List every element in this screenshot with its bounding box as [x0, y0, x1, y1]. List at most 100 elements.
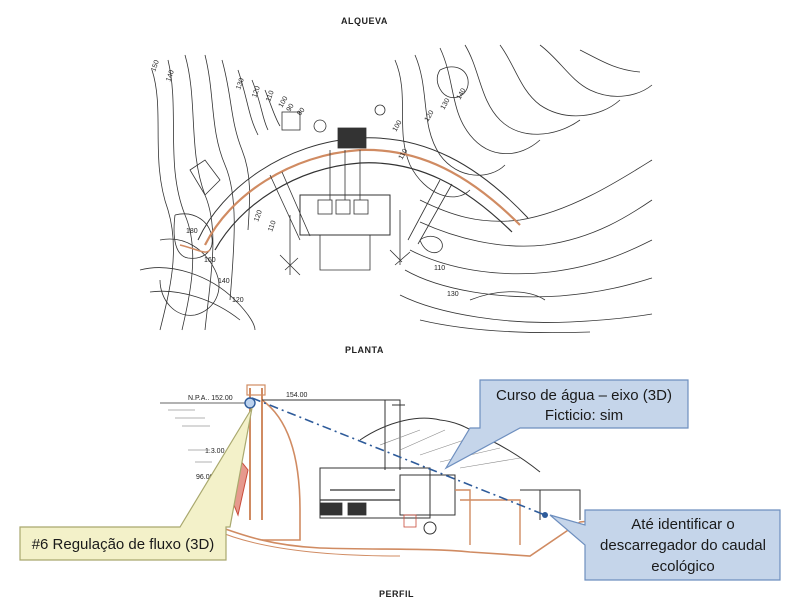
generator-symbol [403, 514, 417, 528]
contour-label: 120 [253, 209, 264, 222]
contour-line [221, 59, 251, 231]
contour-label: 140 [165, 69, 176, 82]
intake-lines [329, 150, 361, 200]
title-planta: PLANTA [345, 345, 384, 355]
turbine-block [335, 199, 351, 215]
dam-arch-inner [214, 162, 513, 251]
contour-line [499, 44, 621, 117]
tailrace-channel [289, 210, 401, 275]
tailrace [455, 489, 521, 545]
dam-arch [204, 148, 521, 246]
machine-block [319, 502, 343, 516]
npa-label: N.P.A.. 152.00 [188, 395, 233, 402]
foundation-line-2 [214, 529, 401, 557]
callout-watercourse-line2: Ficticio: sim [545, 407, 623, 424]
contour-line [404, 269, 653, 298]
discharge-marker [542, 512, 548, 518]
access-road [179, 244, 211, 253]
contour-label: 130 [440, 97, 452, 111]
level-label: 1.3.00 [205, 448, 225, 455]
flow-regulation-marker [244, 397, 256, 409]
contour-label: 130 [447, 291, 459, 298]
contour-line [409, 239, 653, 275]
contour-line [264, 89, 281, 127]
powerhouse [299, 194, 391, 236]
contour-line [539, 44, 653, 97]
contour-label: 150 [150, 59, 161, 72]
contour-line [419, 199, 653, 247]
dam-crest-line [262, 399, 401, 470]
contour-label: 90 [286, 103, 296, 113]
contour-label: 160 [204, 257, 216, 264]
watercourse-axis [251, 397, 546, 516]
turbine-block [317, 199, 333, 215]
callout-box [549, 509, 781, 581]
intake-block [337, 127, 367, 149]
plan-labels: 150 140 130 120 110 100 90 80 100 110 12… [150, 59, 467, 304]
spillway-left [269, 171, 311, 241]
contour-line [579, 49, 641, 73]
contour-line [237, 69, 259, 136]
contour-label: 130 [235, 77, 246, 90]
contour-line [167, 59, 194, 331]
title-perfil: PERFIL [379, 589, 415, 599]
water-hatch [168, 409, 212, 463]
contour-line [419, 319, 591, 334]
callout-watercourse-line1: Curso de água – eixo (3D) [496, 387, 672, 404]
contour-label: 180 [186, 228, 198, 235]
contour-line [419, 235, 443, 254]
plan-view [139, 44, 653, 334]
dam-upstream-face [249, 388, 263, 520]
callout-discharge-line2: descarregador do caudal [600, 537, 766, 554]
contour-label: 100 [278, 95, 290, 109]
plan-structure [313, 119, 327, 133]
contour-line [439, 47, 541, 155]
contour-line [399, 294, 653, 323]
contour-label: 140 [456, 87, 468, 101]
callout-box [19, 407, 253, 561]
contour-label: 120 [251, 85, 262, 98]
callout-flow-regulation: #6 Regulação de fluxo (3D) [19, 407, 253, 561]
plan-structure [374, 104, 386, 116]
foundation-line [199, 519, 601, 557]
contour-line [394, 59, 471, 198]
crest-elevation-label: 154.00 [286, 392, 308, 399]
crest-structure [246, 384, 266, 396]
plan-structure [389, 249, 411, 266]
callout-discharge-line3: ecológico [651, 558, 714, 575]
contour-label: 120 [424, 109, 436, 123]
title-alqueva: ALQUEVA [341, 16, 388, 26]
penstock [320, 489, 400, 501]
contour-label: 120 [232, 297, 244, 304]
level-label: 96.00 [196, 474, 214, 481]
plan-structure [189, 159, 221, 196]
contour-line [414, 54, 506, 176]
turbine-hall [399, 474, 456, 516]
contour-line [436, 66, 469, 99]
contour-label: 110 [398, 148, 410, 161]
plan-structure [281, 111, 301, 131]
callout-flow-line1: #6 Regulação de fluxo (3D) [32, 536, 215, 553]
turbine-symbol [423, 521, 437, 535]
turbine-block [353, 199, 369, 215]
callout-box [444, 379, 689, 470]
contour-line [149, 290, 241, 321]
contour-line [159, 238, 220, 316]
contour-line [173, 213, 213, 259]
spillway-right [407, 179, 453, 245]
contour-line [184, 54, 214, 331]
vertical-structure [384, 400, 405, 470]
hill-hatch [379, 429, 521, 469]
callout-watercourse: Curso de água – eixo (3D) Ficticio: sim [444, 379, 689, 470]
contour-label: 110 [434, 265, 445, 272]
contour-line [469, 291, 546, 301]
contour-label: 110 [265, 90, 275, 103]
contour-line [464, 44, 581, 135]
callout-discharge-line1: Até identificar o [631, 516, 734, 533]
powerhouse-block [319, 467, 431, 519]
contour-label: 140 [218, 278, 230, 285]
hill-outline [359, 417, 541, 473]
contour-label: 100 [392, 119, 404, 133]
contour-label: 80 [296, 107, 306, 118]
